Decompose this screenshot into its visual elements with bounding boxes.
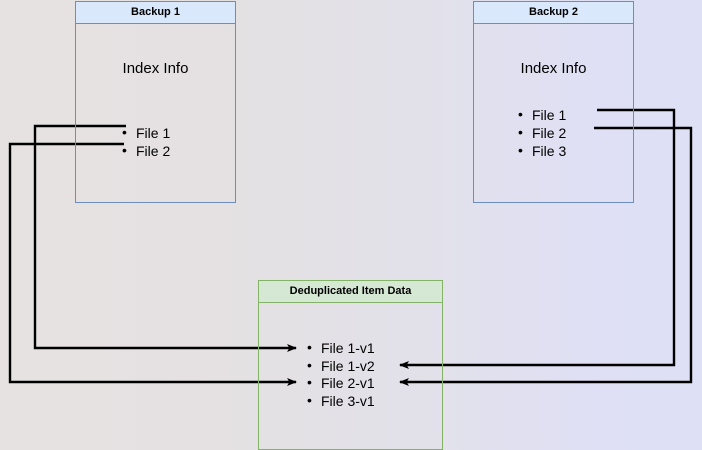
list-item: File 3 [516,141,566,160]
list-item: File 1-v2 [305,357,375,376]
deduplicated-item-data-header: Deduplicated Item Data [259,281,442,303]
list-item: File 1-v1 [305,339,375,358]
list-item: File 2-v1 [305,374,375,393]
backup-2-header: Backup 2 [474,2,633,24]
list-item: File 2 [516,123,566,142]
backup-1-box[interactable]: Backup 1 Index Info File 1 File 2 [75,1,236,203]
backup-2-box[interactable]: Backup 2 Index Info File 1 File 2 File 3 [473,1,634,203]
backup-2-file-list: File 1 File 2 File 3 [516,105,566,160]
list-item: File 1 [120,123,170,142]
list-item: File 1 [516,105,566,124]
backup-2-body: Index Info File 1 File 2 File 3 [474,24,633,202]
backup-1-header: Backup 1 [76,2,235,24]
backup-1-body: Index Info File 1 File 2 [76,24,235,202]
backup-1-subtitle: Index Info [122,60,189,77]
backup-1-file-list: File 1 File 2 [120,123,170,160]
list-item: File 3-v1 [305,392,375,411]
list-item: File 2 [120,141,170,160]
backup-2-subtitle: Index Info [520,60,587,77]
deduplicated-item-data-box[interactable]: Deduplicated Item Data File 1-v1 File 1-… [258,280,443,450]
deduplicated-item-list: File 1-v1 File 1-v2 File 2-v1 File 3-v1 [305,339,375,411]
deduplicated-item-data-body: File 1-v1 File 1-v2 File 2-v1 File 3-v1 [259,303,442,449]
